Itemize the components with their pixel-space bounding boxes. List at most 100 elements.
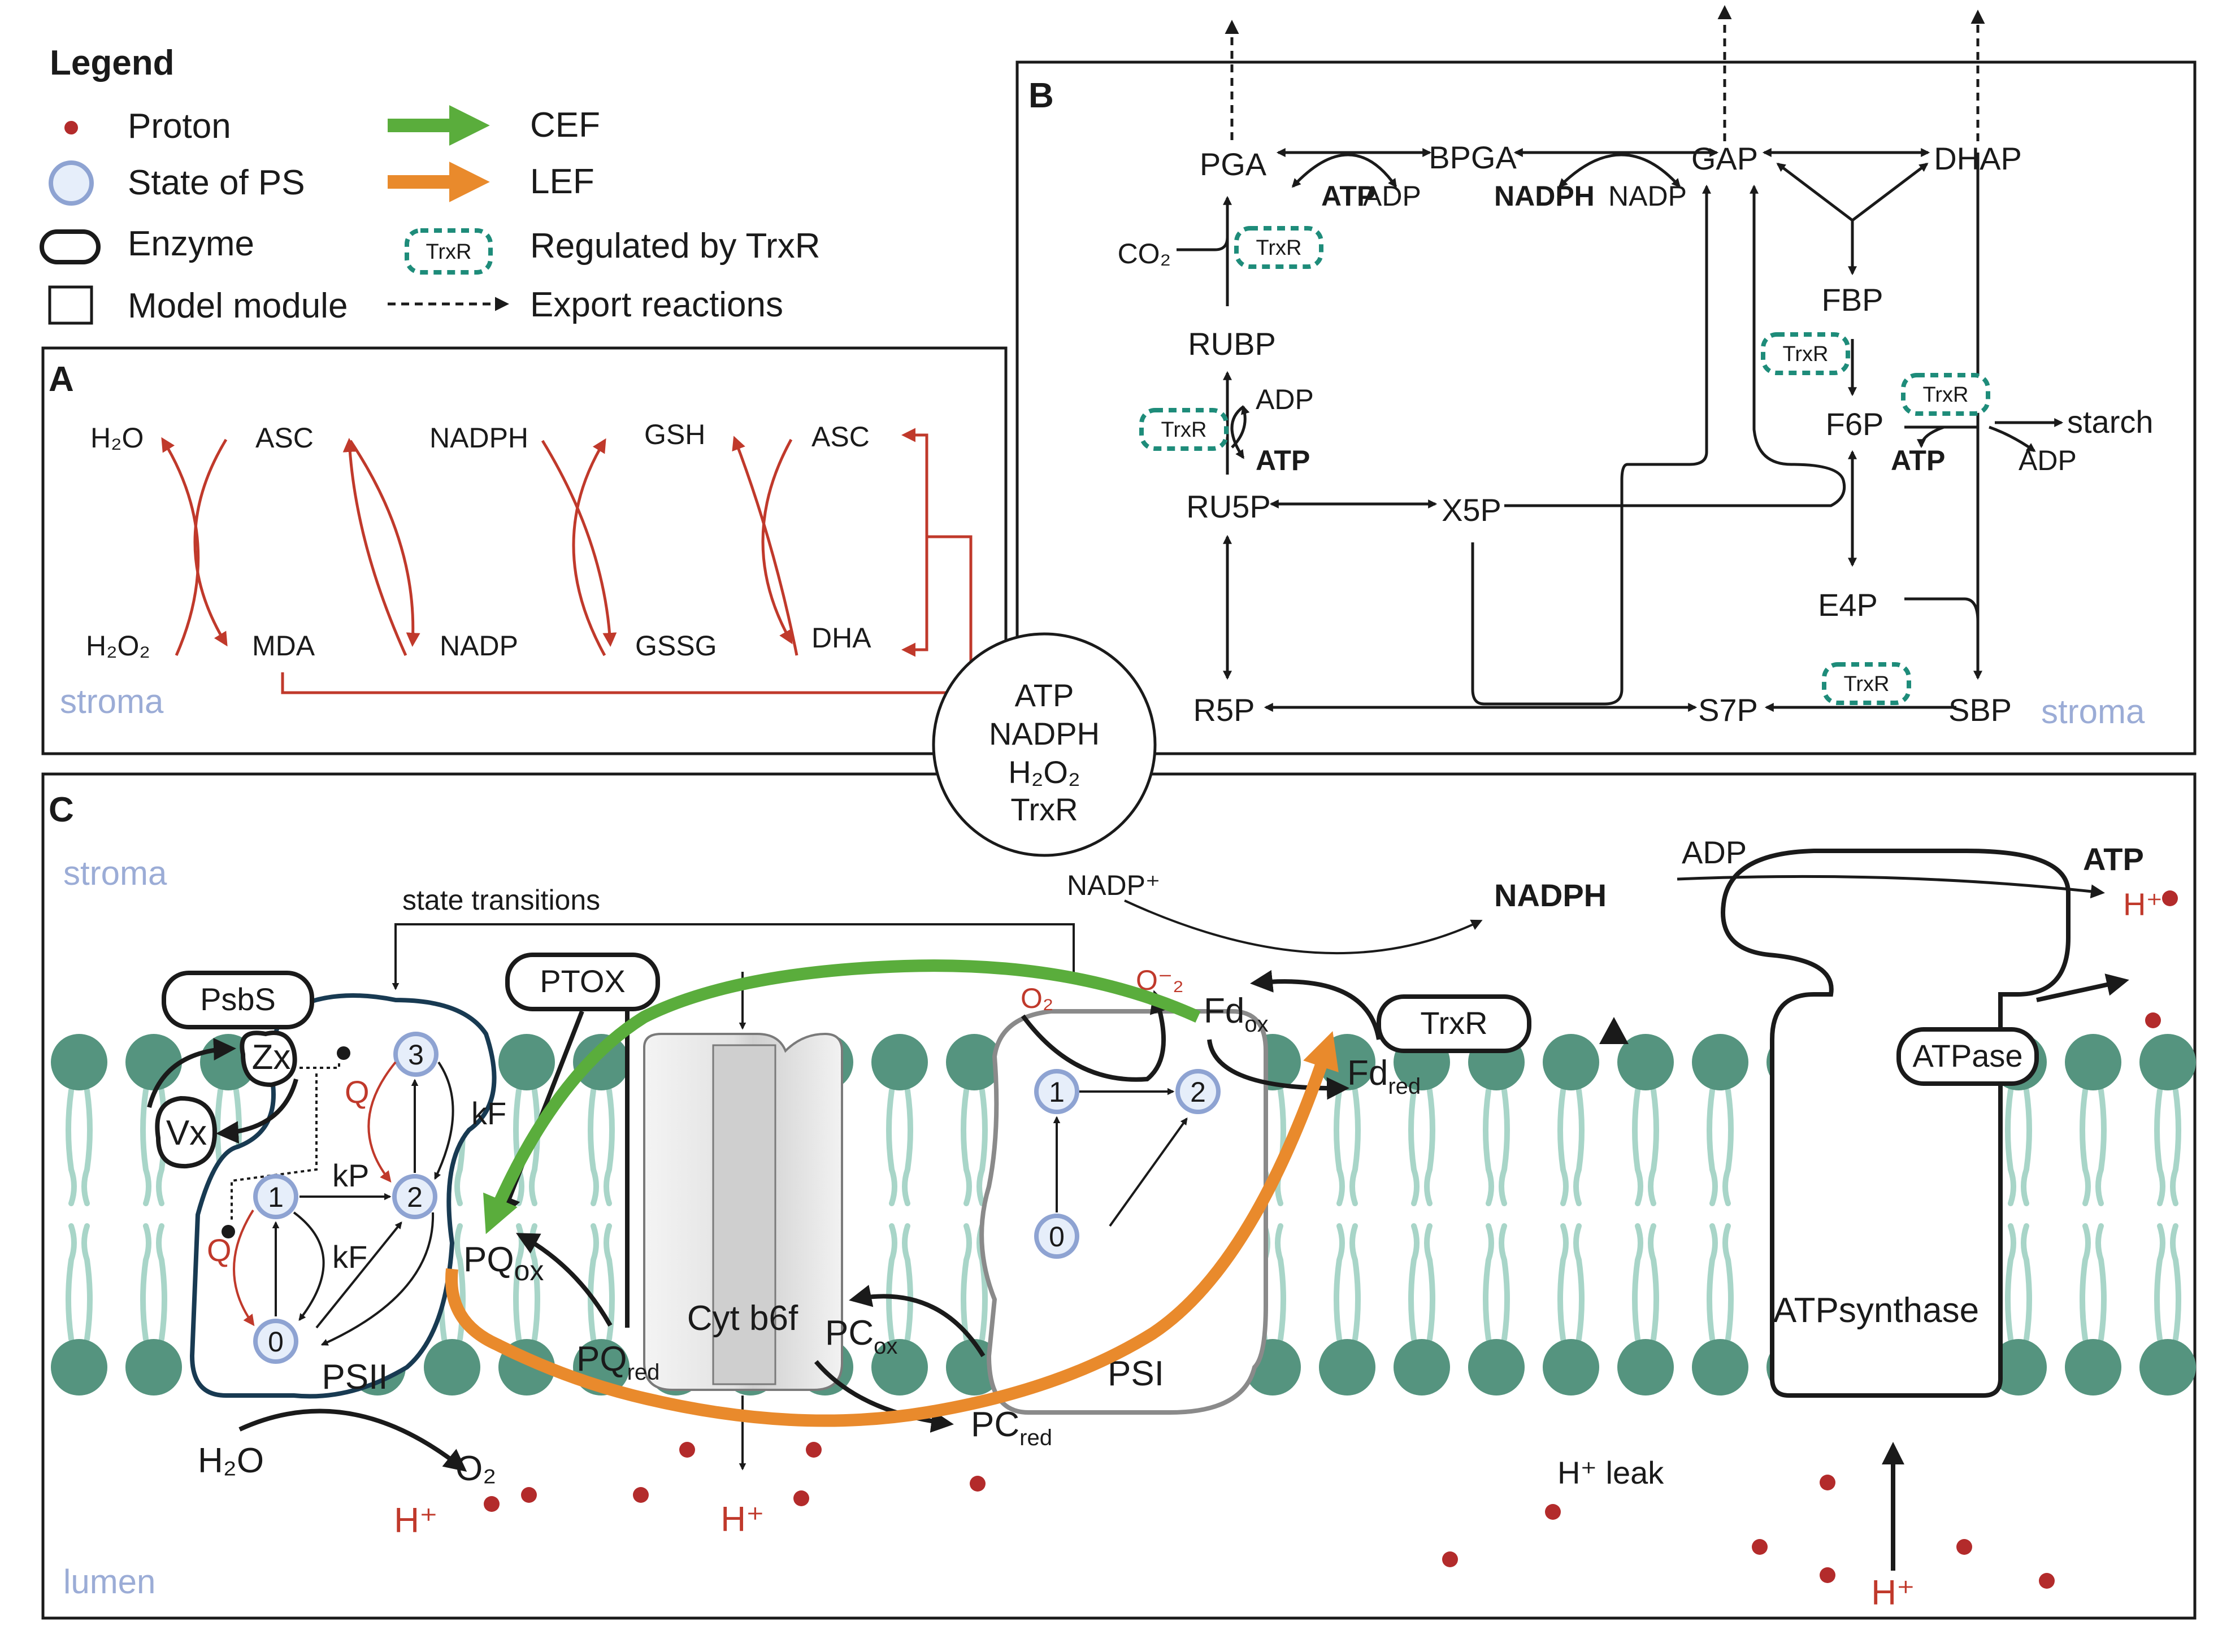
legend-label-state: State of PS <box>128 163 305 202</box>
trxr-badge-rubisco: TrxR <box>1234 226 1323 269</box>
c-o2-psi: O₂ <box>1021 982 1053 1014</box>
psii-quenching-arrows <box>233 1061 397 1327</box>
b-co2: CO₂ <box>1118 238 1171 269</box>
proton-dot <box>793 1490 809 1506</box>
svg-text:TrxR: TrxR <box>1161 418 1207 442</box>
svg-text:2: 2 <box>1190 1076 1206 1108</box>
c-h-synthase: H⁺ <box>1871 1573 1915 1612</box>
lipid <box>51 1034 107 1206</box>
lipid <box>2139 1223 2196 1395</box>
shared-pool: ATP NADPH H₂O₂ TrxR <box>932 632 1157 857</box>
psii-state-2 <box>392 1174 437 1219</box>
lipid <box>1692 1034 1748 1206</box>
lipid <box>1990 1223 2047 1395</box>
proton-dot <box>633 1487 649 1503</box>
proton-dot <box>1956 1539 1972 1555</box>
calvin-cycle-arrows <box>1177 147 2064 712</box>
svg-text:3: 3 <box>408 1039 424 1071</box>
b-adp-f6p: ADP <box>2019 445 2077 476</box>
q-connector-top <box>337 1046 350 1060</box>
c-fd-ox: Fdox <box>1204 992 1269 1037</box>
legend-title: Legend <box>50 44 174 82</box>
c-atpase: ATPase <box>1912 1038 2022 1073</box>
c-atp: ATP <box>2083 841 2144 877</box>
lipid <box>871 1223 928 1395</box>
a-asc-1: ASC <box>255 422 314 454</box>
zx-shape <box>240 1031 297 1088</box>
b-sbp: SBP <box>1948 692 2012 728</box>
svg-text:TrxR: TrxR <box>1783 342 1829 366</box>
o2-reduction-arrow <box>1021 990 1171 1082</box>
a-gsh: GSH <box>644 419 705 450</box>
lipid <box>1617 1223 1674 1395</box>
b-nadph: NADPH <box>1494 180 1595 212</box>
c-ptox: PTOX <box>540 963 625 999</box>
panel-a: A H₂O ASC H₂O₂ MDA NADPH NADP GSH GSSG A… <box>41 346 1008 755</box>
psi-state-1 <box>1034 1069 1079 1114</box>
atpase-proton-arrow <box>2036 973 2129 1002</box>
proton-dot <box>2145 1012 2161 1028</box>
panel-b-frame <box>1015 60 2197 755</box>
c-state-transitions: state transitions <box>402 884 600 916</box>
pc-oxidation-arrow <box>849 1285 986 1358</box>
c-q-left: Q <box>207 1232 232 1268</box>
svg-text:TrxR: TrxR <box>426 240 472 264</box>
b-pga: PGA <box>1200 146 1267 182</box>
pool-atp: ATP <box>1015 677 1074 713</box>
trxr-badge-sbpase: TrxR <box>1822 662 1911 705</box>
proton-dot <box>1545 1504 1561 1520</box>
proton-dot <box>2039 1573 2055 1589</box>
vx-shape <box>155 1095 218 1169</box>
b-atp-f6p: ATP <box>1891 445 1945 476</box>
c-h2o: H₂O <box>198 1441 264 1480</box>
c-nadph: NADPH <box>1494 877 1607 913</box>
trxr-badge-starch: TrxR <box>1901 373 1990 416</box>
enzyme-shape-icon <box>40 229 101 264</box>
c-o2-out: O₂ <box>455 1449 496 1488</box>
b-ru5p: RU5P <box>1186 489 1270 524</box>
trxr-badge-icon: TrxR <box>405 228 493 275</box>
pq-reduction-arrow <box>515 1233 613 1327</box>
proton-dot <box>679 1442 695 1458</box>
lipid <box>125 1223 182 1395</box>
proton-dot <box>806 1442 822 1458</box>
panel-c-lumen-label: lumen <box>63 1563 155 1601</box>
b-atp-rubp: ATP <box>1256 445 1310 476</box>
c-pq-red: PQred <box>576 1340 659 1385</box>
cef-flow-arrow <box>483 959 1201 1234</box>
a-mda: MDA <box>252 630 315 662</box>
lipid <box>1543 1223 1599 1395</box>
lef-flow-arrow <box>445 1031 1339 1427</box>
lipid <box>1394 1223 1450 1395</box>
legend-label-enzyme: Enzyme <box>128 224 254 263</box>
lipid <box>51 1223 107 1395</box>
trxr-badge-fbpase: TrxR <box>1761 332 1850 375</box>
legend-label-trxr: Regulated by TrxR <box>530 227 820 266</box>
c-kf-top: kF <box>471 1095 506 1131</box>
psi-states: 1 2 0 <box>1034 1069 1221 1259</box>
lipid <box>946 1034 1002 1206</box>
c-zx: Zx <box>252 1038 291 1077</box>
lipid <box>1319 1223 1375 1395</box>
lipid <box>871 1034 928 1206</box>
c-h-lumen-1: H⁺ <box>394 1501 438 1540</box>
proton-dot <box>1820 1567 1835 1583</box>
psii-state-3 <box>393 1032 439 1077</box>
lipid <box>2139 1034 2196 1206</box>
legend: Legend Proton State of PS Enzyme Model m… <box>40 44 820 325</box>
a-nadph: NADPH <box>429 422 528 454</box>
c-q-top: Q <box>345 1074 370 1110</box>
proton-dot <box>484 1496 500 1512</box>
legend-label-cef: CEF <box>530 106 600 145</box>
lipid <box>1543 1034 1599 1206</box>
legend-label-module: Model module <box>128 286 348 325</box>
c-h-stroma: H⁺ <box>2123 886 2163 922</box>
panel-c: C stroma lumen H⁺ leak ATPsynthase ADP A… <box>41 772 2197 1620</box>
panel-c-stroma-label: stroma <box>63 854 167 892</box>
proton-dot <box>521 1487 537 1503</box>
c-psi-label: PSI <box>1108 1354 1164 1393</box>
proton-dot <box>1820 1475 1835 1490</box>
psii-state-0 <box>253 1319 298 1364</box>
lipid <box>2065 1034 2121 1206</box>
water-splitting-arrow <box>238 1408 467 1472</box>
